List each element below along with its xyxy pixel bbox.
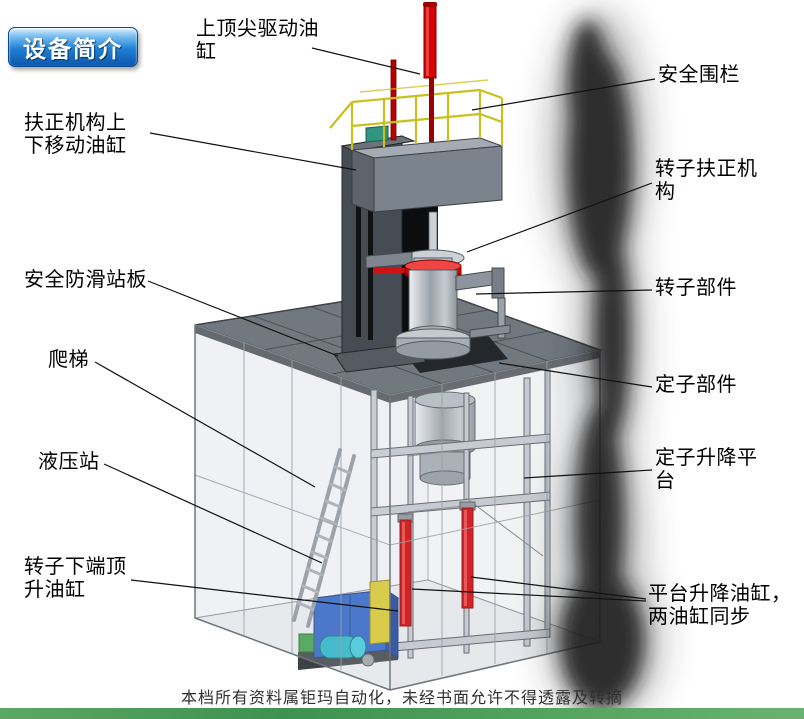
top-box-green-unit bbox=[365, 125, 389, 143]
leader-rotor-part bbox=[475, 289, 653, 295]
label-rotor-bottom-jack-cylinder: 转子下端顶 升油缸 bbox=[24, 556, 127, 601]
rotor-assembly bbox=[365, 211, 471, 360]
label-platform-lift-cylinders: 平台升降油缸， 两油缸同步 bbox=[648, 583, 792, 628]
hydraulic-station bbox=[298, 579, 400, 670]
leader-centering-cylinder bbox=[149, 132, 357, 171]
leader-ladder bbox=[94, 361, 316, 488]
leader-antislip-platform bbox=[147, 280, 339, 357]
leader-stator-part bbox=[498, 362, 653, 388]
label-stator-part: 定子部件 bbox=[655, 374, 737, 396]
leader-top-drive-cylinder bbox=[311, 47, 421, 75]
rotor-clamp-red-bar bbox=[374, 268, 406, 273]
top-platform-box bbox=[351, 125, 503, 213]
access-ladder bbox=[292, 448, 356, 628]
label-safety-fence: 安全围栏 bbox=[658, 64, 740, 86]
hydraulic-green-unit bbox=[298, 633, 315, 653]
safety-fence bbox=[329, 79, 504, 150]
label-centering-cylinder: 扶正机构上 下移动油缸 bbox=[24, 112, 127, 157]
title-badge: 设备简介 bbox=[8, 27, 138, 67]
centering-cylinder-rod bbox=[390, 59, 397, 141]
title-badge-label: 设备简介 bbox=[23, 37, 123, 62]
leader-lines bbox=[94, 47, 656, 612]
leader-platform-cylinders-b bbox=[411, 588, 647, 602]
rotor-centering-bracket bbox=[455, 267, 511, 339]
label-top-drive-cylinder: 上顶尖驱动油 缸 bbox=[196, 18, 319, 63]
platform-lift-cylinder-left bbox=[397, 513, 414, 627]
leader-hydraulic-station bbox=[103, 463, 323, 564]
shadow-smoke bbox=[548, 10, 660, 719]
leader-rotor-centering bbox=[466, 182, 653, 253]
footer-copyright: 本档所有资料属钜玛自动化，未经书面允许不得透露及转摘 bbox=[180, 690, 623, 707]
top-drive-cylinder bbox=[423, 2, 437, 142]
leader-safety-fence bbox=[471, 78, 656, 111]
platform-lift-cylinder-right bbox=[459, 501, 476, 609]
bottom-green-strip bbox=[0, 708, 804, 719]
leader-platform-cylinders-a bbox=[470, 576, 647, 600]
enclosure-front-walls bbox=[194, 324, 601, 691]
label-rotor-centering-mechanism: 转子扶正机 构 bbox=[655, 158, 758, 203]
label-hydraulic-station: 液压站 bbox=[38, 451, 100, 473]
leader-rotor-jack-cylinder bbox=[130, 579, 399, 612]
label-ladder: 爬梯 bbox=[48, 349, 89, 371]
label-antislip-platform: 安全防滑站板 bbox=[24, 269, 147, 291]
leader-stator-platform bbox=[523, 469, 653, 479]
label-rotor-part: 转子部件 bbox=[655, 277, 737, 299]
label-stator-lift-platform: 定子升降平 台 bbox=[655, 447, 758, 492]
